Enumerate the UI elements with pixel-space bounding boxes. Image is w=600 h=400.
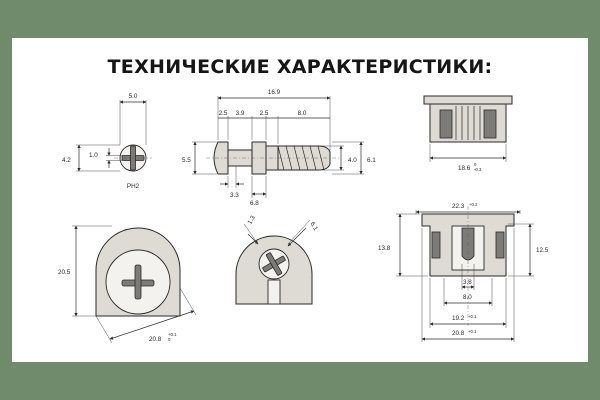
dim-cam-section-body: 19.2 xyxy=(452,315,465,322)
dim-head-height: 4.2 xyxy=(62,157,71,164)
tol-cam-top-upper: 0 xyxy=(474,162,477,167)
dim-cam-section-inner-height: 12.5 xyxy=(536,247,549,254)
dim-neck-length: 3.9 xyxy=(236,110,245,117)
dim-slot-width: 1.0 xyxy=(89,152,98,159)
dim-cam-small-angle-a: 1.3 xyxy=(246,214,257,226)
cam-small-view: 1.3 6.1 xyxy=(235,214,320,305)
cam-small-slot xyxy=(267,279,281,305)
tol-cam-top-lower: -0.3 xyxy=(474,167,482,172)
dim-head-width: 5.0 xyxy=(129,93,138,100)
dim-cam-section-width: 22.3 xyxy=(452,203,465,210)
dim-cam-top-width: 18.6 xyxy=(458,165,471,172)
tol-cam-section-outer: +0.1 xyxy=(468,329,477,334)
cam-section-lug-right xyxy=(495,231,505,259)
cam-section-view: 22.3 +0.2 13.8 12.5 3.8 8.0 19.2 +0.1 xyxy=(378,202,549,342)
dim-cam-small-angle-b: 6.1 xyxy=(309,221,320,233)
cam-top-ribs xyxy=(455,106,481,140)
screw-head-view: 5.0 4.2 1.0 PH2 xyxy=(62,93,152,190)
dim-total-length: 16.9 xyxy=(268,89,281,96)
dim-collar-thickness: 2.5 xyxy=(260,110,269,117)
tol-cam-section-body: +0.1 xyxy=(468,314,477,319)
cam-top-view: 18.6 0 -0.3 xyxy=(423,95,513,172)
tol-cam-large-lower: 0 xyxy=(168,337,171,342)
screw-side-view: 16.9 2.5 3.9 2.5 8.0 5.5 3.3 6.8 xyxy=(182,89,376,207)
cam-top-lug-right xyxy=(483,109,497,139)
dim-head-thickness: 2.5 xyxy=(219,110,228,117)
technical-drawing: 5.0 4.2 1.0 PH2 16.9 xyxy=(58,89,549,344)
cam-top-rim xyxy=(423,95,513,105)
dim-thread-inner: 4.0 xyxy=(348,157,357,164)
tol-cam-large-upper: +0.1 xyxy=(168,332,177,337)
cam-large-view: 20.5 20.8 +0.1 0 xyxy=(58,225,197,344)
dim-head-diameter: 5.5 xyxy=(182,157,191,164)
dim-cam-section-height: 13.8 xyxy=(378,245,391,252)
cam-section-lug-left xyxy=(431,231,441,259)
page-title: ТЕХНИЧЕСКИЕ ХАРАКТЕРИСТИКИ: xyxy=(107,56,493,78)
dim-neck-diameter: 3.3 xyxy=(230,192,239,199)
dim-cam-section-core: 8.0 xyxy=(463,294,472,301)
cam-large-cross-v xyxy=(134,264,142,300)
screw-thread xyxy=(277,145,331,171)
dim-cam-section-slot: 3.8 xyxy=(463,279,472,286)
dim-collar-diameter: 6.8 xyxy=(250,200,259,207)
dim-cam-section-outer: 20.8 xyxy=(452,330,465,337)
drive-type-label: PH2 xyxy=(127,183,140,190)
dim-cam-large-height: 20.5 xyxy=(58,269,71,276)
dim-cam-large-diameter: 20.8 xyxy=(149,336,162,343)
dim-thread-length: 8.0 xyxy=(298,110,307,117)
tol-cam-section-width: +0.2 xyxy=(469,202,478,207)
cam-small-cross-v xyxy=(265,252,283,276)
cam-top-lug-left xyxy=(439,109,453,139)
dim-thread-outer: 6.1 xyxy=(367,157,376,164)
spec-panel: ТЕХНИЧЕСКИЕ ХАРАКТЕРИСТИКИ: 5.0 4.2 xyxy=(12,38,588,362)
